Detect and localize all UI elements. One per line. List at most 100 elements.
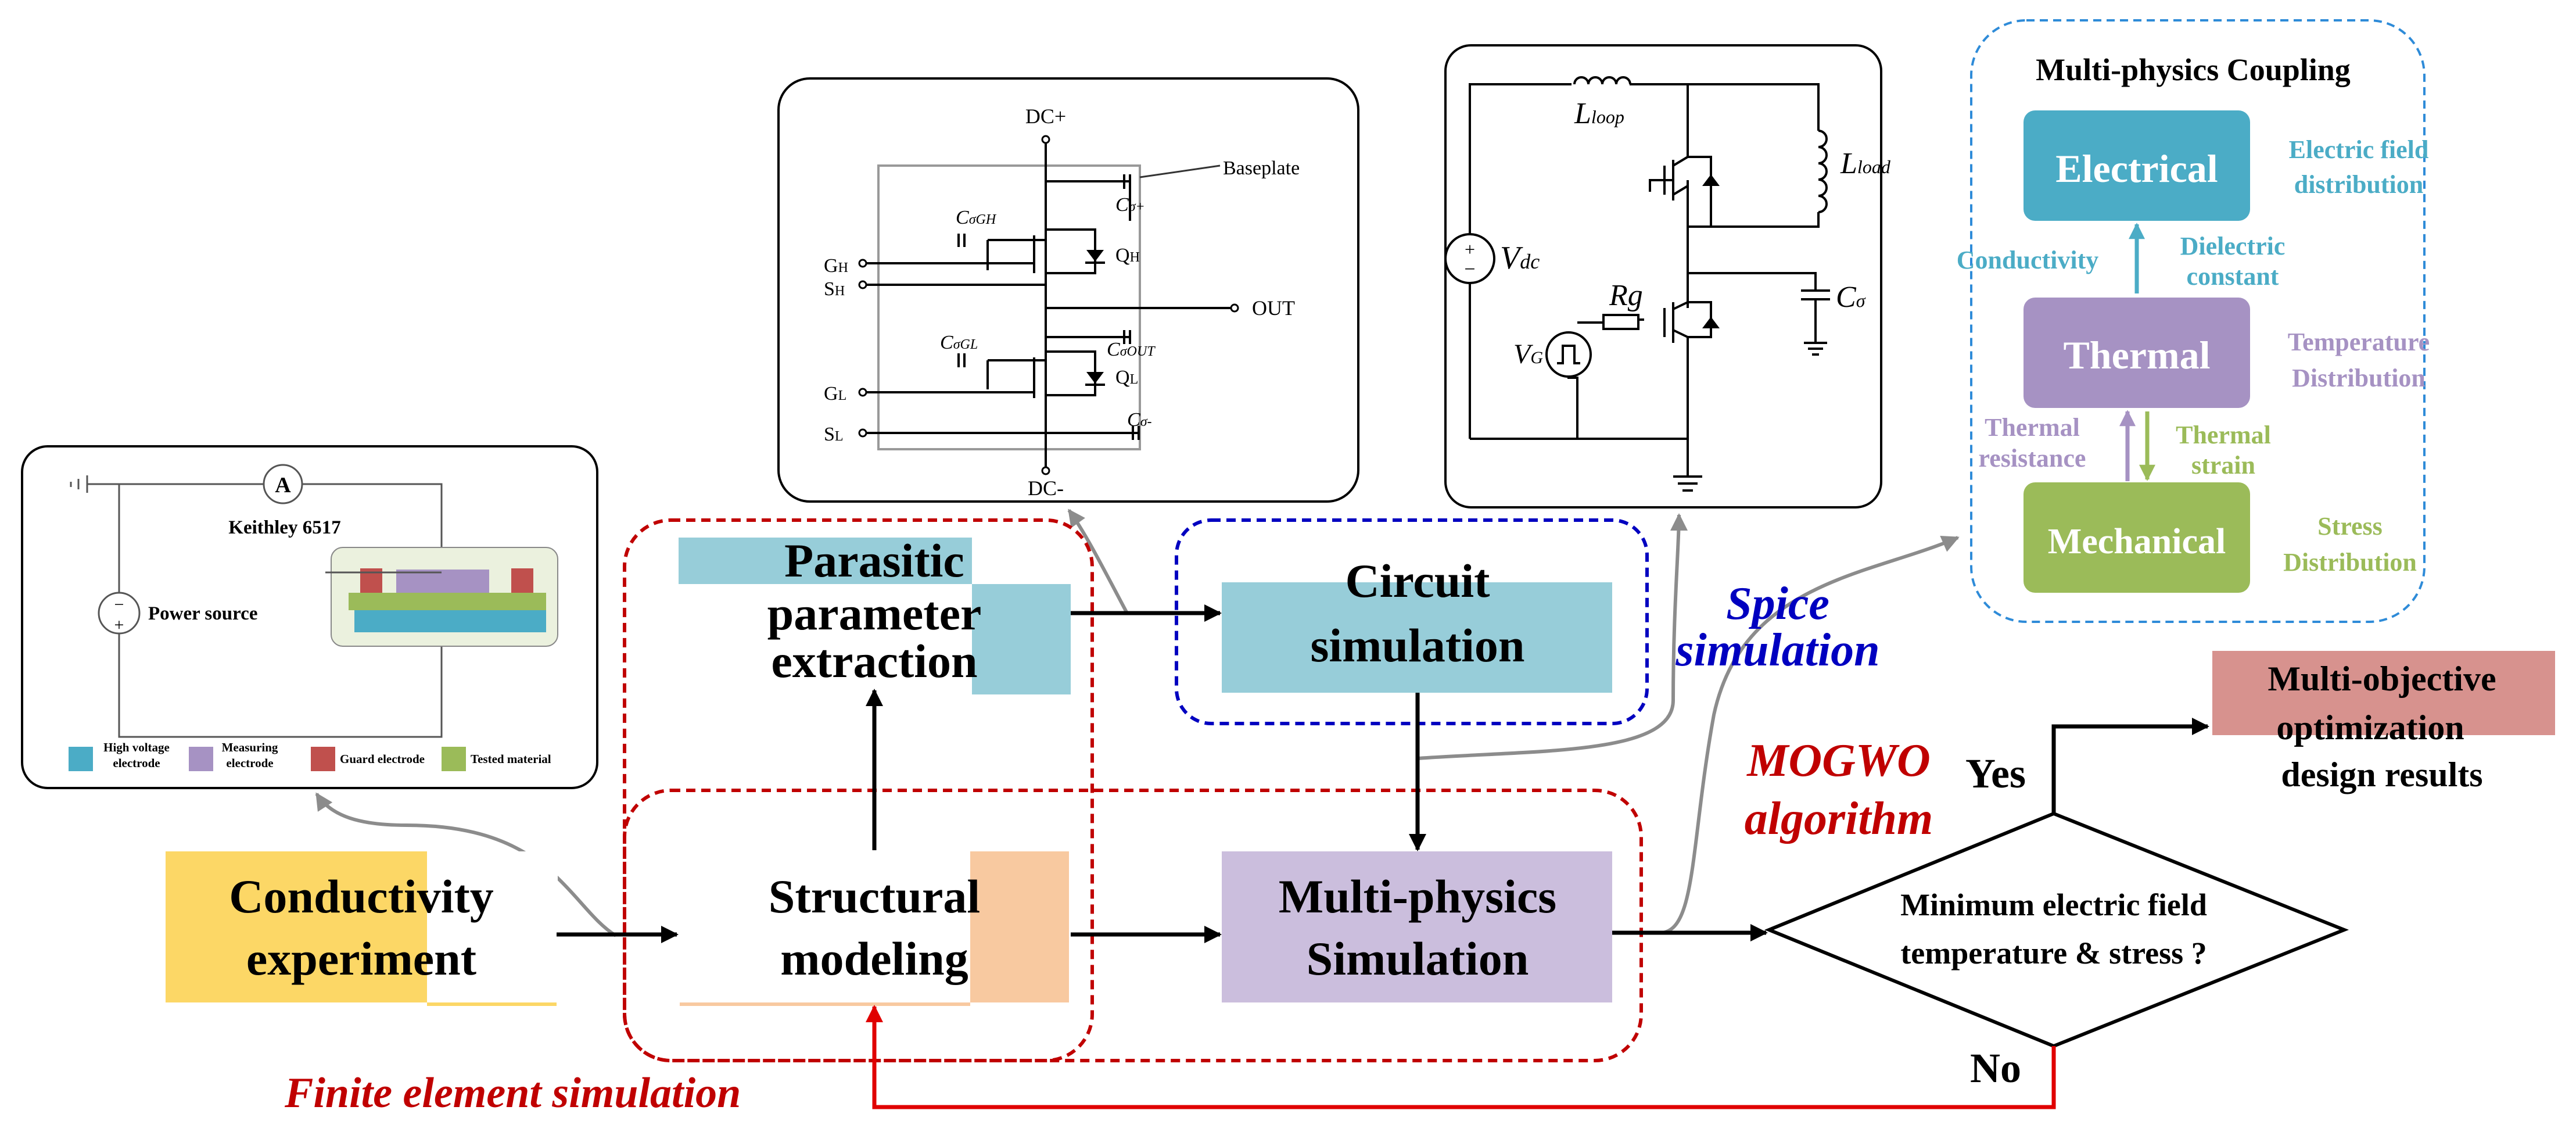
sl-terminal <box>858 428 867 438</box>
measuring-electrode-part <box>396 570 489 593</box>
decision-diamond <box>1764 811 2349 1048</box>
multiphysics-box-fill <box>1222 851 1612 1002</box>
baseplate-label: Baseplate <box>1223 157 1300 179</box>
thermal-resistance-label-line2: resistance <box>1979 444 2086 472</box>
test-fixture <box>325 547 558 647</box>
conductivity-experiment-line1: Conductivity <box>229 870 494 923</box>
legend-high-voltage-line1: High voltage <box>103 740 170 754</box>
thermal-strain-label-line2: strain <box>2191 451 2255 479</box>
results-box[interactable]: Multi-objective optimization design resu… <box>2212 651 2555 794</box>
feedback-no-arrow <box>866 1005 2056 1109</box>
rg-resistor <box>1602 314 1639 330</box>
power-module-panel: Baseplate <box>777 77 1359 503</box>
dc-minus-label: DC- <box>1028 477 1064 500</box>
spice-diode-high <box>1702 174 1720 186</box>
circuit-simulation-box[interactable]: Circuit simulation <box>1222 554 1612 693</box>
high-voltage-electrode-part <box>354 610 546 632</box>
vg-label: VG <box>1513 339 1543 370</box>
tested-material-part <box>349 593 546 610</box>
multiphysics-simulation-box[interactable]: Multi-physics Simulation <box>1222 851 1612 1002</box>
legend-high-voltage-line2: electrode <box>113 756 160 770</box>
sh-terminal <box>858 280 867 289</box>
legend-swatch-high-voltage <box>69 747 93 771</box>
guard-electrode-right <box>511 568 533 593</box>
mogwo-label-line1: MOGWO <box>1746 735 1931 786</box>
dielectric-label-line2: constant <box>2187 262 2279 291</box>
power-source-minus: − <box>114 595 124 614</box>
parasitic-extraction-box[interactable]: Parasitic parameter extraction <box>679 534 1071 694</box>
spice-circuit-panel: + − Vdc Lloop Lload Rg VG Cσ <box>1444 44 1891 509</box>
parasitic-extraction-line2: parameter <box>767 587 982 640</box>
spice-mosfet-low <box>1663 301 1712 343</box>
electric-field-label-line1: Electric field <box>2289 135 2429 164</box>
c-sigma-minus-label: Cσ- <box>1127 409 1152 431</box>
decision-node[interactable]: Minimum electric field temperature & str… <box>1764 811 2349 1048</box>
gl-terminal <box>858 388 867 397</box>
coupling-panel: Multi-physics Coupling Electrical Therma… <box>1957 19 2430 623</box>
dc-plus-label: DC+ <box>1025 105 1066 128</box>
structural-box-fill <box>970 851 1069 1002</box>
conductivity-panel: A Keithley 6517 − + Power source High vo… <box>21 445 598 789</box>
circuit-simulation-line2: simulation <box>1310 619 1524 672</box>
l-load-coil <box>1818 130 1828 213</box>
module-capacitors <box>957 174 1140 440</box>
decision-line2: temperature & stress ? <box>1900 936 2207 971</box>
dielectric-label-line1: Dielectric <box>2180 232 2286 260</box>
parasitic-extraction-line1: Parasitic <box>784 534 964 587</box>
multiphysics-simulation-line1: Multi-physics <box>1279 870 1556 923</box>
temperature-label-line2: Distribution <box>2292 364 2426 392</box>
thermal-resistance-label-line1: Thermal <box>1985 413 2080 442</box>
spice-circuit-frame <box>1444 44 1882 509</box>
c-sigma-plus-label: Cσ+ <box>1115 194 1145 216</box>
spice-diode-low <box>1702 317 1720 328</box>
electric-field-label-line2: distribution <box>2294 170 2424 199</box>
power-source-plus: + <box>114 615 124 635</box>
finite-element-label: Finite element simulation <box>284 1069 741 1117</box>
main-ground-symbol <box>1673 475 1702 492</box>
temperature-label-line1: Temperature <box>2288 328 2430 356</box>
electrical-node <box>2024 110 2250 221</box>
out-label: OUT <box>1252 296 1295 320</box>
baseplate-pointer <box>1139 164 1221 178</box>
ql-label: QL <box>1115 367 1138 388</box>
l-loop-label: Lloop <box>1574 97 1624 130</box>
conductivity-circuit-wires <box>70 475 443 738</box>
conductivity-box-white-patch <box>427 851 558 1005</box>
electrical-label: Electrical <box>2055 146 2218 191</box>
conductivity-panel-frame <box>21 445 598 789</box>
gray-connectors <box>315 509 1960 937</box>
dc-plus-terminal <box>1041 135 1050 144</box>
legend-guard-label: Guard electrode <box>340 752 425 766</box>
power-module-frame <box>777 77 1359 503</box>
gh-terminal <box>858 259 867 268</box>
coupling-panel-frame <box>1970 19 2426 623</box>
coupling-title: Multi-physics Coupling <box>2036 52 2351 87</box>
module-diodes <box>1085 250 1105 386</box>
gh-label: GH <box>824 255 848 277</box>
sh-label: SH <box>824 278 845 300</box>
mogwo-label-line2: algorithm <box>1745 793 1933 844</box>
vg-source-symbol <box>1545 331 1592 378</box>
c-sigma-label: Cσ <box>1836 281 1866 314</box>
results-box-fill <box>2212 651 2555 735</box>
parasitic-extraction-line3: extraction <box>771 635 977 687</box>
thermal-node <box>2024 298 2250 408</box>
structural-modeling-box[interactable]: Structural modeling <box>680 851 1069 1006</box>
stress-label-line1: Stress <box>2317 512 2383 540</box>
gl-label: GL <box>824 383 846 404</box>
vdc-source-plus: + <box>1465 239 1475 260</box>
conductivity-coupling-label: Conductivity <box>1957 246 2098 274</box>
multiphysics-simulation-line2: Simulation <box>1307 932 1529 985</box>
connector-to-conductivity-panel <box>315 792 617 937</box>
circuit-simulation-line1: Circuit <box>1345 554 1490 607</box>
conductivity-experiment-box[interactable]: Conductivity experiment <box>166 851 558 1006</box>
legend-swatch-guard <box>311 747 335 771</box>
legend-swatch-tested <box>442 747 466 771</box>
conductivity-box-fill <box>166 851 427 1002</box>
no-label: No <box>1970 1045 2021 1091</box>
c-sigma-out-label: CσOUT <box>1107 339 1156 360</box>
ammeter-label: A <box>275 473 291 497</box>
legend-tested-label: Tested material <box>471 752 551 766</box>
power-source-symbol <box>98 592 141 635</box>
c-sigma-capacitor <box>1801 289 1830 343</box>
